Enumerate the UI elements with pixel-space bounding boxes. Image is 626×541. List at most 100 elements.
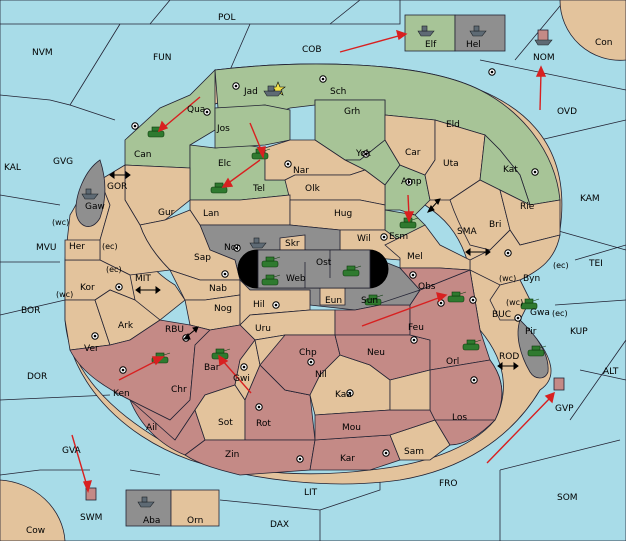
- move-orders: [71, 29, 555, 494]
- label-jad: Jad: [243, 87, 258, 97]
- tank-icon[interactable]: [527, 345, 547, 357]
- province-con[interactable]: [559, 0, 626, 61]
- ship-icon[interactable]: [263, 85, 283, 97]
- coast-note: (ec): [552, 309, 568, 318]
- province-aba[interactable]: [125, 489, 172, 527]
- tank-icon[interactable]: [261, 256, 281, 268]
- label-gwi: Gwi: [233, 374, 250, 384]
- label-los: Los: [452, 413, 467, 423]
- ship-icon[interactable]: [469, 25, 487, 37]
- label-kar: Kar: [340, 454, 355, 464]
- label-swm: SWM: [80, 513, 102, 523]
- tank-icon[interactable]: [261, 274, 281, 286]
- label-pol: POL: [218, 13, 236, 23]
- label-neu: Neu: [367, 348, 385, 358]
- label-dor: DOR: [27, 372, 47, 382]
- label-rot: Rot: [256, 419, 271, 429]
- units: [81, 25, 553, 508]
- province-her[interactable]: [64, 239, 101, 261]
- label-hug: Hug: [334, 209, 352, 219]
- label-fro: FRO: [439, 479, 458, 489]
- label-nab: Nab: [209, 284, 227, 294]
- label-her: Her: [69, 242, 85, 252]
- label-gva: GVA: [62, 446, 82, 456]
- label-qua: Qua: [187, 105, 205, 115]
- label-fun: FUN: [153, 53, 172, 63]
- province-los-body[interactable]: [429, 359, 503, 421]
- ship-icon[interactable]: [137, 496, 155, 508]
- label-kor: Kor: [80, 283, 95, 293]
- label-bar: Bar: [204, 363, 220, 373]
- province-orn[interactable]: [170, 489, 220, 527]
- label-hil: Hil: [253, 300, 265, 310]
- label-car: Car: [405, 148, 421, 158]
- label-ver: Ver: [84, 344, 99, 354]
- label-tel: Tel: [252, 184, 265, 194]
- label-sch: Sch: [330, 87, 346, 97]
- label-dax: DAX: [270, 520, 289, 530]
- label-skr: Skr: [285, 239, 300, 249]
- province-kaa-east[interactable]: [389, 369, 431, 411]
- island-swm[interactable]: [85, 487, 97, 501]
- tank-icon[interactable]: [520, 298, 540, 310]
- coast-note: (wc): [56, 290, 73, 299]
- province-zin[interactable]: [184, 439, 316, 476]
- label-kup: KUP: [570, 327, 588, 337]
- label-uta: Uta: [443, 159, 459, 169]
- label-tei: TEI: [588, 259, 603, 269]
- label-lan: Lan: [203, 209, 219, 219]
- label-aba: Aba: [143, 516, 160, 526]
- label-orl: Orl: [446, 357, 459, 367]
- ship-icon[interactable]: [81, 188, 99, 200]
- label-byn: Byn: [523, 274, 540, 284]
- coast-note: (ec): [553, 261, 569, 270]
- province-cow[interactable]: [0, 479, 66, 541]
- label-orn: Orn: [187, 516, 203, 526]
- province-obs[interactable]: [399, 267, 471, 291]
- label-gwa: Gwa: [530, 308, 550, 318]
- label-esm: Esm: [389, 232, 408, 242]
- label-gor: GOR: [107, 182, 127, 192]
- label-sma: SMA: [457, 227, 477, 237]
- coast-note: (wc): [506, 298, 523, 307]
- label-chp: Chp: [299, 348, 317, 358]
- label-bor: BOR: [21, 306, 40, 316]
- label-sot: Sot: [218, 418, 233, 428]
- label-gvp: GVP: [555, 404, 574, 414]
- ship-icon[interactable]: [417, 25, 435, 37]
- label-cow: Cow: [26, 526, 45, 536]
- label-alt: ALT: [603, 367, 619, 377]
- label-nom: NOM: [533, 53, 555, 63]
- label-web: Web: [286, 274, 306, 284]
- label-zin: Zin: [225, 450, 239, 460]
- ship-icon[interactable]: [534, 39, 553, 46]
- label-ark: Ark: [118, 321, 134, 331]
- label-nil: Nil: [315, 370, 327, 380]
- label-ost: Ost: [316, 258, 332, 268]
- tank-icon[interactable]: [210, 182, 230, 194]
- label-nog: Nog: [214, 304, 232, 314]
- label-lit: LIT: [304, 488, 318, 498]
- label-wil: Wil: [357, 234, 371, 244]
- label-ken: Ken: [113, 389, 130, 399]
- tank-icon[interactable]: [447, 291, 467, 303]
- label-nor: Nor: [224, 243, 240, 253]
- label-can: Can: [134, 150, 152, 160]
- tank-icon[interactable]: [342, 265, 362, 277]
- label-jos: Jos: [216, 124, 230, 134]
- label-kal: KAL: [4, 163, 21, 173]
- map-labels: POL NVM FUN COB KAL GVG GOR MVU MIT BOR …: [4, 13, 619, 536]
- province-sun-edge[interactable]: [374, 289, 421, 306]
- coast-note: (wc): [52, 218, 69, 227]
- ship-icon[interactable]: [249, 237, 267, 249]
- tank-icon[interactable]: [462, 339, 482, 351]
- label-eld: Eld: [446, 120, 460, 130]
- coast-note: (ec): [106, 265, 122, 274]
- label-pir: Pir: [525, 327, 537, 337]
- label-sam: Sam: [404, 447, 424, 457]
- island-gvp[interactable]: [553, 377, 565, 391]
- tank-icon[interactable]: [364, 294, 384, 306]
- label-mou: Mou: [342, 423, 361, 433]
- label-obs: Obs: [418, 282, 436, 292]
- label-kam: KAM: [580, 194, 600, 204]
